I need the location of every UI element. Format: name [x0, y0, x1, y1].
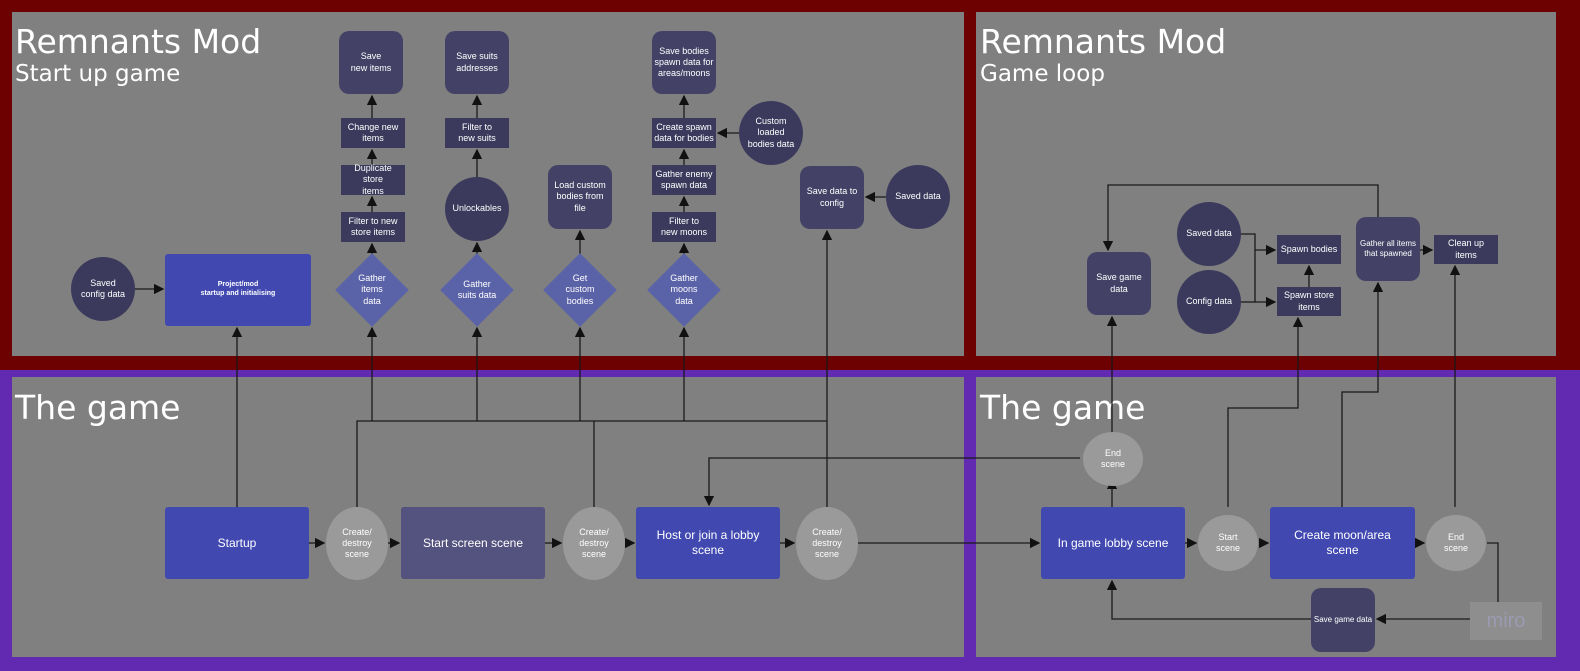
miro-watermark: miro — [1470, 602, 1542, 640]
gather-suits-label: Gather suits data — [457, 278, 497, 300]
save-game-data-bottom-node: Save game data — [1311, 588, 1375, 652]
filter-store-items-node: Filter to new store items — [341, 212, 405, 242]
gather-enemy-spawn-node: Gather enemy spawn data — [652, 165, 716, 195]
saved-data-node: Saved data — [1177, 202, 1241, 266]
get-custom-bodies-label: Get custom bodies — [565, 273, 595, 306]
spawn-store-items-node: Spawn store items — [1277, 287, 1341, 316]
end-scene-top-node: End scene — [1083, 432, 1143, 486]
filter-moons-node: Filter to new moons — [652, 212, 716, 242]
in-game-lobby-scene: In game lobby scene — [1041, 507, 1185, 579]
save-new-items-node: Save new items — [339, 31, 403, 94]
create-moon-area-scene: Create moon/area scene — [1270, 507, 1415, 579]
create-spawn-data-node: Create spawn data for bodies — [652, 118, 716, 148]
panel-title: The game — [15, 388, 181, 427]
start-scene-node: Start scene — [1198, 515, 1258, 571]
save-data-config-node: Save data to config — [800, 166, 864, 229]
end-scene-node: End scene — [1426, 515, 1486, 571]
save-suits-node: Save suits addresses — [445, 31, 509, 94]
create-destroy-scene-3: Create/ destroy scene — [796, 507, 858, 580]
create-destroy-scene-1: Create/ destroy scene — [326, 507, 388, 580]
saved-config-data-node: Saved config data — [71, 257, 135, 321]
spawn-bodies-node: Spawn bodies — [1277, 235, 1341, 264]
load-custom-bodies-node: Load custom bodies from file — [548, 165, 612, 229]
start-screen-scene: Start screen scene — [401, 507, 545, 579]
save-game-data-node: Save game data — [1087, 252, 1151, 315]
change-new-items-node: Change new items — [341, 118, 405, 148]
custom-loaded-bodies-node: Custom loaded bodies data — [739, 101, 803, 165]
create-destroy-scene-2: Create/ destroy scene — [563, 507, 625, 580]
gather-moons-label: Gather moons data — [670, 273, 698, 306]
gather-items-label: Gather items data — [358, 273, 386, 306]
unlockables-node: Unlockables — [445, 177, 509, 241]
panel-subtitle: Game loop — [980, 61, 1105, 87]
config-data-node: Config data — [1177, 270, 1241, 334]
host-join-lobby-scene: Host or join a lobby scene — [636, 507, 780, 579]
save-bodies-spawn-node: Save bodies spawn data for areas/moons — [652, 31, 716, 94]
project-startup-node: Project/mod startup and initialising — [165, 254, 311, 326]
startup-scene: Startup — [165, 507, 309, 579]
panel-title: Remnants Mod — [980, 22, 1227, 61]
gather-all-items-node: Gather all items that spawned — [1356, 217, 1420, 281]
panel-title: The game — [980, 388, 1146, 427]
clean-up-items-node: Clean up items — [1434, 235, 1498, 264]
saved-data-node: Saved data — [886, 165, 950, 229]
filter-suits-node: Filter to new suits — [445, 118, 509, 148]
panel-subtitle: Start up game — [15, 61, 181, 87]
duplicate-store-items-node: Duplicate store items — [341, 163, 405, 196]
panel-title: Remnants Mod — [15, 22, 262, 61]
